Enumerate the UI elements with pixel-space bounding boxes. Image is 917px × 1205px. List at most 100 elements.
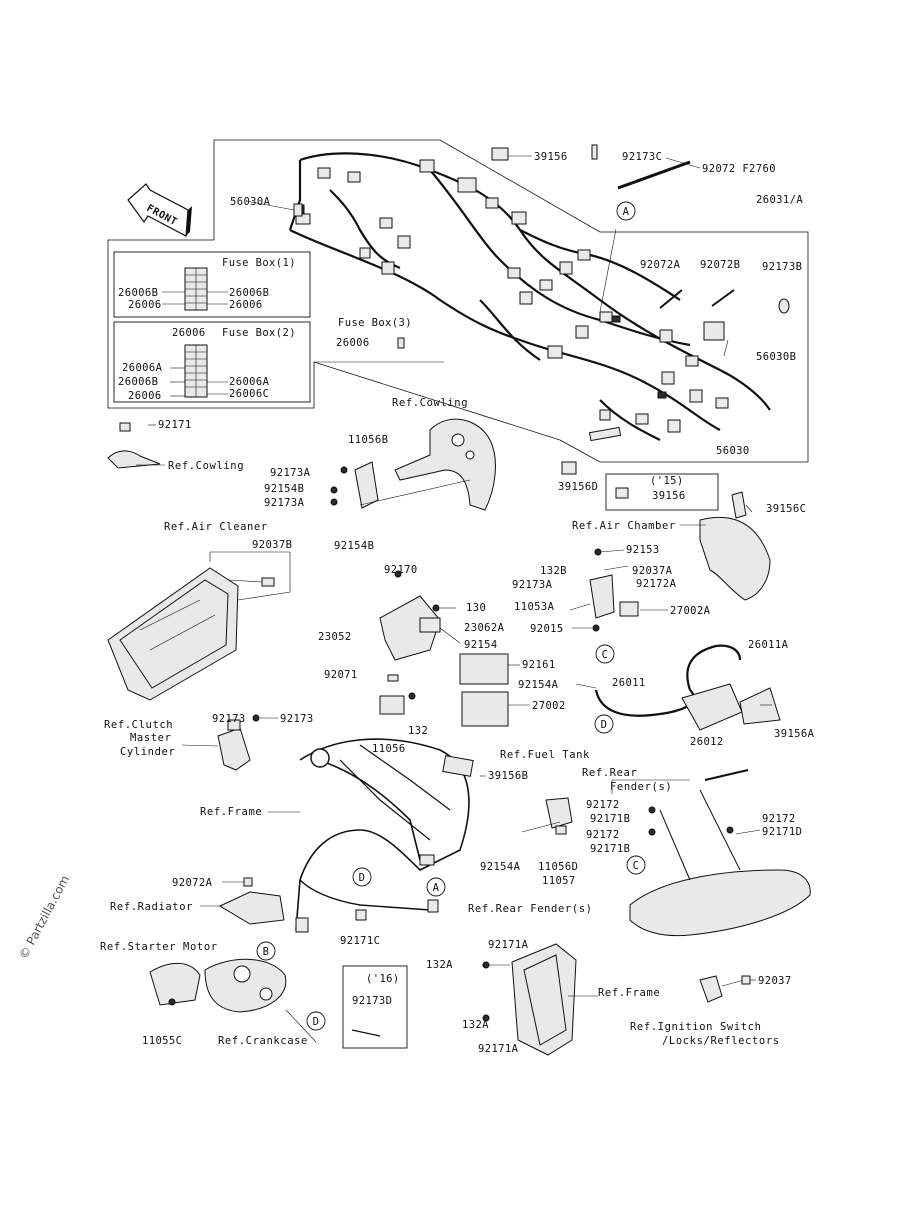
label-23052: 23052: [318, 631, 352, 643]
connector: [661, 371, 675, 385]
fuse-box-3-icon: [397, 337, 405, 349]
label-ref-starter-motor: Ref.Starter Motor: [100, 941, 218, 953]
tag-15: ('15): [650, 475, 684, 487]
label-92154: 92154: [464, 639, 498, 651]
label-92171C: 92171C: [340, 935, 380, 947]
fuel-tank-bracket: [442, 755, 573, 835]
label-ref-crankcase: Ref.Crankcase: [218, 1035, 308, 1047]
part-92173C: [591, 144, 598, 160]
fuse-box-3-title: Fuse Box(3): [338, 317, 412, 329]
connector: [715, 397, 729, 409]
label-fb1-26006-right: 26006: [229, 299, 263, 311]
connector: [703, 321, 725, 341]
watermark-text: © Partzilla.com: [16, 873, 72, 961]
label-27002A: 27002A: [670, 605, 711, 617]
label-fb1-26006B: 26006B: [118, 287, 158, 299]
callout-A: A: [433, 882, 440, 894]
fuse-box-panels: [113, 251, 405, 403]
connector: [659, 329, 673, 343]
part-92072A: [659, 289, 683, 309]
label-ref-rear: Ref.Rear: [582, 767, 637, 779]
label-92171A-1: 92171A: [488, 939, 529, 951]
label-ref-clutch-cylinder: Cylinder: [120, 746, 175, 758]
label-92161: 92161: [522, 659, 556, 671]
connector: [599, 409, 611, 421]
label-92171B-1: 92171B: [590, 813, 630, 825]
connector: [397, 235, 411, 249]
label-39156-15: 39156: [652, 490, 686, 502]
label-56030: 56030: [716, 445, 750, 457]
label-ref-radiator: Ref.Radiator: [110, 901, 193, 913]
callout-D: D: [601, 719, 608, 731]
label-92072-f2760: 92072 F2760: [702, 163, 776, 175]
label-11056B: 11056B: [348, 434, 388, 446]
label-ref-frame-2: Ref.Frame: [598, 987, 660, 999]
part-92173D: [351, 1029, 381, 1037]
label-92154B-2: 92154B: [334, 540, 374, 552]
rear-fender-ref: [611, 779, 811, 937]
part-92071: [387, 674, 399, 682]
label-39156C: 39156C: [766, 503, 806, 515]
connector: [635, 413, 649, 425]
callout-C: C: [602, 649, 609, 661]
part-11056: [379, 695, 405, 715]
part-92072: [617, 160, 691, 190]
label-ref-cowling-top: Ref.Cowling: [392, 397, 468, 409]
clutch-master-cylinder-ref: [217, 714, 260, 771]
label-11053A: 11053A: [514, 601, 555, 613]
label-fb2-26006A: 26006A: [122, 362, 163, 374]
sensor-bracket: [589, 548, 639, 632]
cowling-bracket: [107, 418, 496, 511]
part-56030A: [293, 203, 303, 217]
front-direction-arrow: FRONT: [127, 183, 192, 237]
label-92171D: 92171D: [762, 826, 802, 838]
callout-D: D: [359, 872, 366, 884]
label-11056D: 11056D: [538, 861, 578, 873]
frame-mount: [419, 854, 435, 866]
label-92154B-1: 92154B: [264, 483, 304, 495]
label-92072A-low: 92072A: [172, 877, 213, 889]
label-92071: 92071: [324, 669, 358, 681]
part-92171: [119, 422, 131, 432]
connector: [485, 197, 499, 209]
label-92153: 92153: [626, 544, 660, 556]
connector: [667, 419, 681, 433]
connector: [519, 291, 533, 305]
rear-frame-bracket: [482, 943, 577, 1056]
part-27002A: [619, 601, 639, 617]
label-92173A-3: 92173A: [512, 579, 553, 591]
part-92173: [227, 719, 241, 731]
connector: [317, 167, 331, 179]
label-ref-clutch-master: Master: [130, 732, 172, 744]
label-92172-1: 92172: [586, 799, 620, 811]
label-26012: 26012: [690, 736, 724, 748]
label-11056: 11056: [372, 743, 406, 755]
label-92173C: 92173C: [622, 151, 662, 163]
connector: [359, 247, 371, 259]
callout-C: C: [633, 860, 640, 872]
ecu-bracket-assembly: [379, 570, 509, 727]
clamp: [611, 315, 621, 323]
label-92015: 92015: [530, 623, 564, 635]
connector: [559, 261, 573, 275]
label-ref-air-cleaner: Ref.Air Cleaner: [164, 521, 268, 533]
label-92173A-2: 92173A: [264, 497, 305, 509]
connector: [347, 171, 361, 183]
label-ref-frame: Ref.Frame: [200, 806, 262, 818]
part-92037: [741, 975, 751, 985]
harness-outline-frame: [107, 139, 809, 463]
label-132A-2: 132A: [462, 1019, 489, 1031]
connector: [685, 355, 699, 367]
label-92154A-2: 92154A: [480, 861, 521, 873]
label-fb3-26006: 26006: [336, 337, 370, 349]
label-39156B: 39156B: [488, 770, 528, 782]
ignition-switch-ref: [699, 975, 751, 1003]
label-92154A-1: 92154A: [518, 679, 559, 691]
label-92173-2: 92173: [280, 713, 314, 725]
part-39156-15: [615, 487, 629, 499]
label-132B: 132B: [540, 565, 567, 577]
label-27002: 27002: [532, 700, 566, 712]
label-92037B: 92037B: [252, 539, 292, 551]
callout-B: B: [263, 946, 270, 958]
